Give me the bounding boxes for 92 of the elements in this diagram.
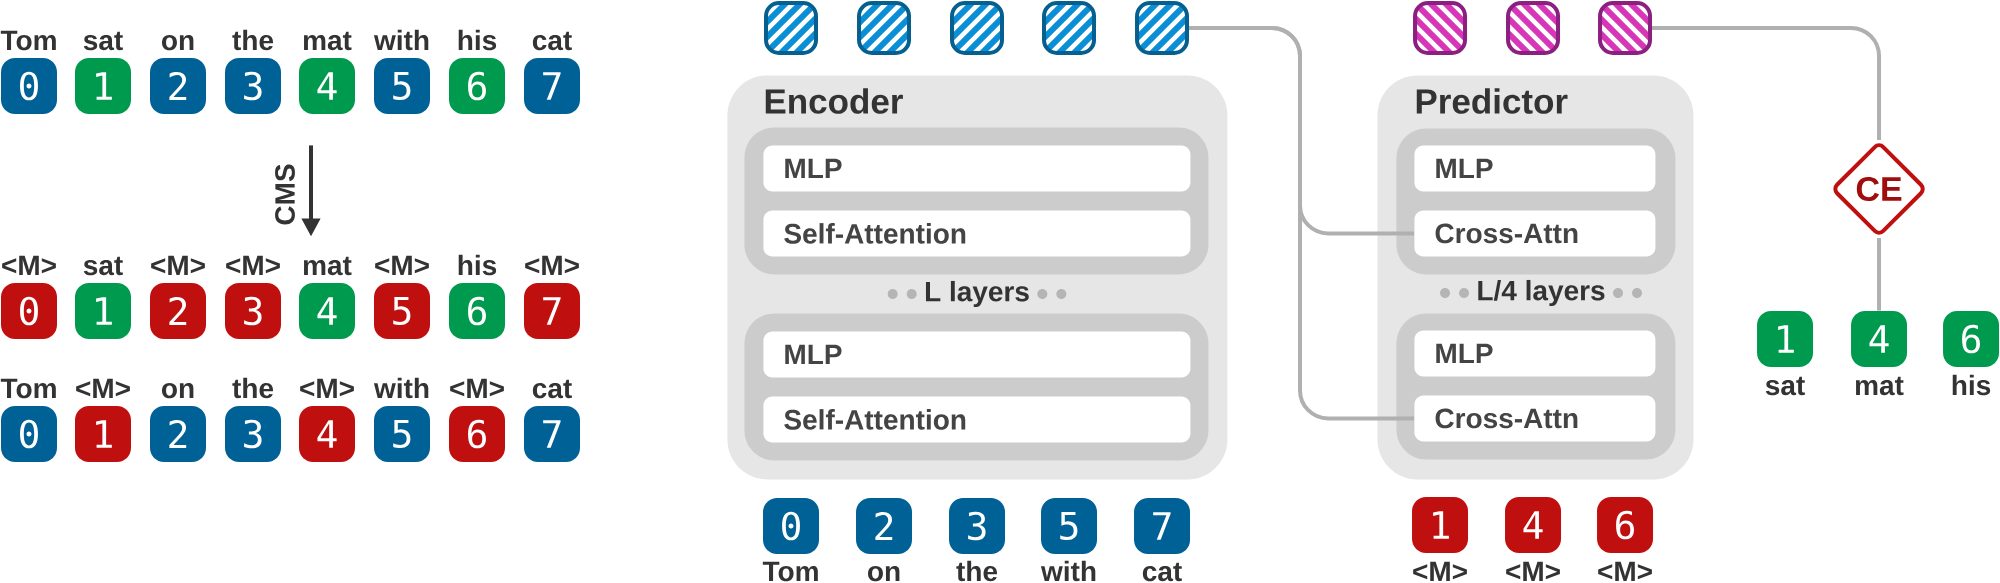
token-word: the	[232, 29, 274, 51]
token-box: 4	[1505, 497, 1562, 553]
token-word: the	[956, 560, 998, 582]
token-word: <M>	[2, 255, 56, 275]
token-word: Tom	[762, 561, 818, 582]
hatched-box	[1042, 1, 1096, 55]
token-word: mat	[1856, 376, 1904, 396]
connector-line	[1652, 26, 1882, 140]
token-word: cat	[1142, 562, 1182, 582]
token-box: 2	[150, 58, 206, 114]
token-box: 6	[1597, 497, 1654, 553]
token-word: <M>	[76, 378, 130, 398]
sublayer-bar: MLP	[1414, 145, 1656, 192]
token-box: 1	[75, 406, 131, 462]
token-word: <M>	[1506, 561, 1560, 581]
token-box: 6	[449, 406, 505, 462]
hatched-box	[1413, 1, 1468, 55]
token-box: 6	[449, 283, 505, 339]
token-box: 3	[949, 498, 1005, 554]
hatched-box	[764, 1, 818, 55]
token-word: his	[458, 254, 497, 276]
token-word: mat	[303, 256, 352, 276]
token-box: 3	[225, 283, 281, 339]
token-box: 2	[150, 283, 206, 339]
sublayer-bar: MLP	[763, 331, 1191, 378]
token-box: 5	[374, 406, 430, 462]
hatched-box	[1135, 1, 1189, 55]
token-box: 2	[856, 498, 912, 554]
hatched-box	[1598, 1, 1653, 55]
token-box: 0	[1, 406, 57, 462]
token-word: on	[162, 34, 194, 51]
token-box: 5	[374, 283, 430, 339]
layer-count-label: L layers	[925, 280, 1029, 308]
sublayer-bar: Cross-Attn	[1414, 210, 1656, 257]
token-box: 7	[524, 58, 580, 114]
connector-line	[1877, 238, 1882, 311]
token-box: 7	[524, 406, 580, 462]
token-box: 2	[150, 406, 206, 462]
token-word: <M>	[450, 378, 504, 398]
connector-line	[1189, 26, 1414, 421]
token-box: 4	[1851, 311, 1908, 367]
token-box: 1	[1412, 497, 1468, 553]
sublayer-bar: MLP	[763, 145, 1191, 192]
token-box: 0	[763, 498, 819, 554]
token-word: on	[162, 382, 194, 399]
token-word: <M>	[375, 255, 429, 275]
sublayer-bar: Self-Attention	[763, 396, 1191, 443]
token-word: with	[373, 29, 429, 51]
token-word: Tom	[0, 30, 56, 51]
sublayer-bar: Self-Attention	[763, 210, 1191, 257]
token-word: <M>	[1598, 561, 1652, 581]
token-box: 5	[1041, 498, 1097, 554]
token-word: with	[1040, 560, 1096, 582]
token-word: Tom	[0, 378, 56, 399]
token-word: <M>	[525, 255, 579, 275]
token-box: 1	[75, 283, 131, 339]
token-box: 1	[1757, 311, 1814, 367]
token-word: <M>	[1413, 561, 1467, 581]
sublayer-bar: Cross-Attn	[1414, 395, 1656, 442]
token-box: 7	[524, 283, 580, 339]
token-box: 3	[225, 58, 281, 114]
token-box: 5	[374, 58, 430, 114]
token-word: sat	[83, 256, 123, 276]
token-box: 6	[449, 58, 505, 114]
token-box: 4	[299, 58, 355, 114]
edge-label: CMS	[275, 164, 295, 225]
token-box: 4	[299, 283, 355, 339]
hatched-box	[857, 1, 911, 55]
token-box: 1	[75, 58, 131, 114]
token-word: sat	[83, 31, 123, 51]
token-box: 4	[299, 406, 355, 462]
hatched-box	[950, 1, 1004, 55]
sublayer-bar: MLP	[1414, 330, 1656, 377]
token-word: <M>	[151, 255, 205, 275]
token-word: his	[1952, 374, 1991, 396]
token-box: 3	[225, 406, 281, 462]
token-word: cat	[532, 31, 572, 51]
token-word: his	[458, 29, 497, 51]
token-box: 7	[1134, 498, 1190, 554]
token-box: 0	[1, 58, 57, 114]
token-word: mat	[303, 31, 352, 51]
token-word: sat	[1765, 376, 1805, 396]
token-word: with	[373, 377, 429, 399]
token-box: 0	[1, 283, 57, 339]
token-box: 6	[1943, 311, 2000, 367]
layer-count-label: L/4 layers	[1478, 279, 1605, 307]
token-word: <M>	[300, 378, 354, 398]
token-word: on	[868, 565, 900, 582]
token-word: cat	[532, 379, 572, 399]
token-word: <M>	[226, 255, 280, 275]
token-word: the	[232, 377, 274, 399]
hatched-box	[1506, 1, 1561, 55]
